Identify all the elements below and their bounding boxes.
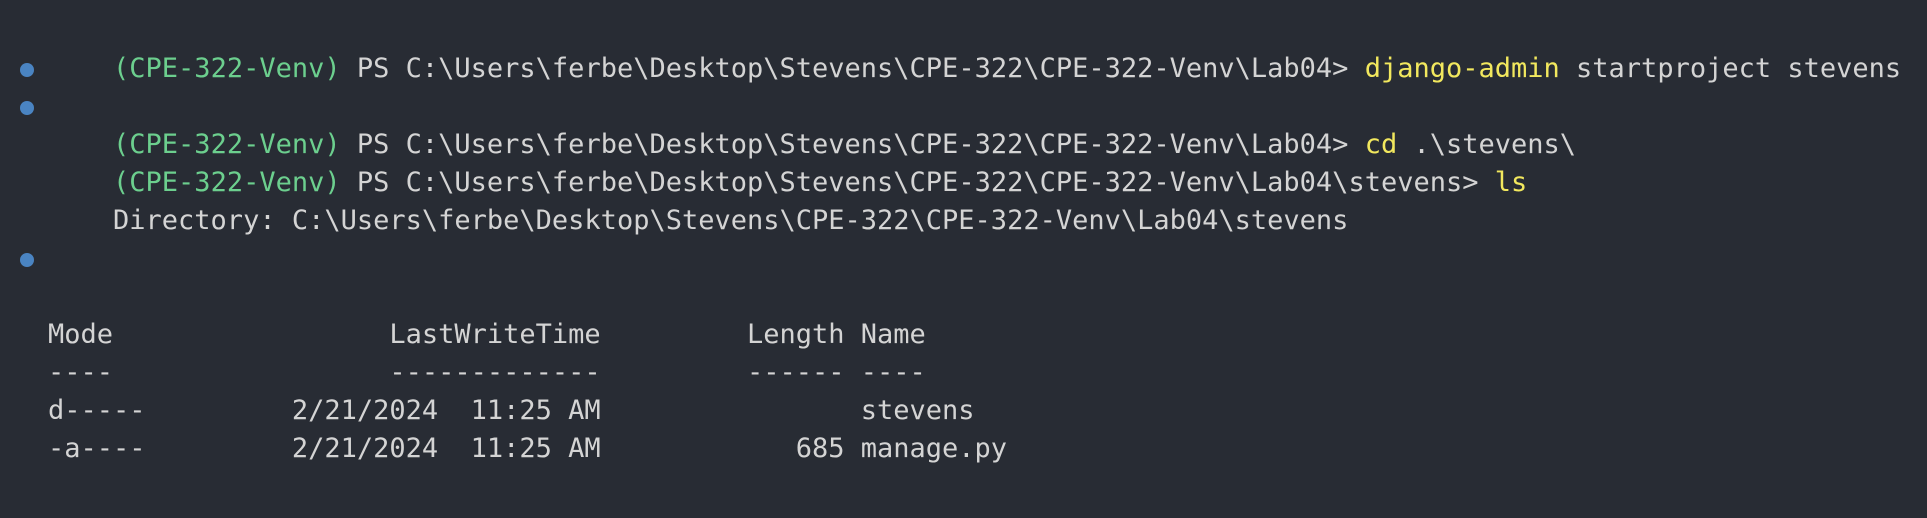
- table-separator: ---- ------------- ------ ----: [48, 357, 926, 388]
- prompt-line-2: (CPE-322-Venv) PS C:\Users\ferbe\Desktop…: [0, 50, 1927, 160]
- command-decoration-dot-icon[interactable]: [20, 253, 34, 267]
- command-args: startproject stevens: [1559, 53, 1902, 84]
- table-row: d----- 2/21/2024 11:25 AM stevens: [48, 395, 975, 426]
- venv-indicator: (CPE-322-Venv): [113, 53, 341, 84]
- prompt-path: PS C:\Users\ferbe\Desktop\Stevens\CPE-32…: [340, 129, 1365, 160]
- venv-indicator: (CPE-322-Venv): [113, 129, 341, 160]
- command-name: ls: [1494, 167, 1528, 198]
- command-decoration-dot-icon[interactable]: [20, 101, 34, 115]
- table-header: Mode LastWriteTime Length Name: [48, 319, 926, 350]
- blank-decorated-line: [0, 240, 1927, 278]
- venv-indicator: (CPE-322-Venv): [113, 167, 341, 198]
- blank-line: [0, 278, 1927, 316]
- prompt-path: PS C:\Users\ferbe\Desktop\Stevens\CPE-32…: [340, 53, 1365, 84]
- command-args: .\stevens\: [1397, 129, 1577, 160]
- directory-line: Directory: C:\Users\ferbe\Desktop\Steven…: [48, 205, 1349, 236]
- command-name: django-admin: [1364, 53, 1560, 84]
- prompt-line-1: (CPE-322-Venv) PS C:\Users\ferbe\Desktop…: [0, 12, 1927, 84]
- command-decoration-dot-icon[interactable]: [20, 63, 34, 77]
- prompt-path: PS C:\Users\ferbe\Desktop\Stevens\CPE-32…: [340, 167, 1495, 198]
- command-name: cd: [1364, 129, 1398, 160]
- table-row: -a---- 2/21/2024 11:25 AM 685 manage.py: [48, 433, 1008, 464]
- prompt-line-3: (CPE-322-Venv) PS C:\Users\ferbe\Desktop…: [0, 88, 1927, 198]
